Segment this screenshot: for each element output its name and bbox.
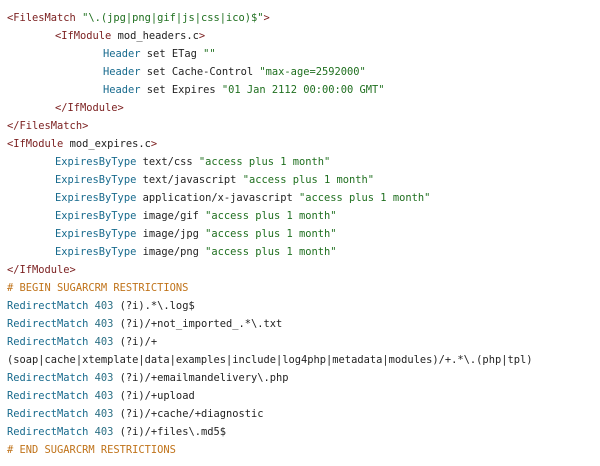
- code-token-tag: >: [150, 138, 158, 150]
- code-line: (soap|cache|xtemplate|data|examples|incl…: [0, 351, 600, 369]
- code-line: </IfModule>: [0, 261, 600, 279]
- code-token-num: 403: [94, 300, 114, 312]
- code-token-kw: RedirectMatch: [7, 336, 89, 348]
- code-token-tag: >: [198, 30, 206, 42]
- code-token-num: 403: [94, 390, 114, 402]
- code-token-plain: text/javascript: [136, 174, 243, 186]
- code-line: ExpiresByType application/x-javascript "…: [0, 189, 600, 207]
- code-token-tag: <IfModule: [55, 30, 112, 42]
- code-token-plain: (?i).*\.log$: [113, 300, 195, 312]
- code-token-cmt: # END SUGARCRM RESTRICTIONS: [7, 444, 176, 456]
- code-line: <IfModule mod_headers.c>: [0, 27, 600, 45]
- code-token-str: "access plus 1 month": [198, 156, 331, 168]
- code-line: RedirectMatch 403 (?i).*\.log$: [0, 297, 600, 315]
- code-token-kw: ExpiresByType: [55, 228, 137, 240]
- code-token-plain: (soap|cache|xtemplate|data|examples|incl…: [7, 354, 533, 366]
- code-token-kw: ExpiresByType: [55, 246, 137, 258]
- code-token-plain: application/x-javascript: [136, 192, 299, 204]
- code-line: # BEGIN SUGARCRM RESTRICTIONS: [0, 279, 600, 297]
- code-line: </IfModule>: [0, 99, 600, 117]
- code-line: ExpiresByType image/jpg "access plus 1 m…: [0, 225, 600, 243]
- code-line: Header set Cache-Control "max-age=259200…: [0, 63, 600, 81]
- code-token-str: "01 Jan 2112 00:00:00 GMT": [221, 84, 385, 96]
- code-line: RedirectMatch 403 (?i)/+files\.md5$: [0, 423, 600, 441]
- code-token-str: "access plus 1 month": [205, 210, 337, 222]
- code-token-plain: set Expires: [140, 84, 222, 96]
- code-token-num: 403: [94, 318, 114, 330]
- code-line: RedirectMatch 403 (?i)/+emailmandelivery…: [0, 369, 600, 387]
- code-token-num: 403: [94, 408, 114, 420]
- code-token-plain: image/gif: [136, 210, 206, 222]
- code-line: <FilesMatch "\.(jpg|png|gif|js|css|ico)$…: [0, 9, 600, 27]
- code-token-num: 403: [94, 372, 114, 384]
- code-token-str: "access plus 1 month": [205, 246, 337, 258]
- code-token-kw: ExpiresByType: [55, 210, 137, 222]
- code-line: ExpiresByType text/javascript "access pl…: [0, 171, 600, 189]
- code-token-plain: (?i)/+emailmandelivery\.php: [113, 372, 289, 384]
- code-line: ExpiresByType image/png "access plus 1 m…: [0, 243, 600, 261]
- code-token-kw: RedirectMatch: [7, 408, 89, 420]
- code-token-plain: (?i)/+upload: [113, 390, 195, 402]
- code-token-str: "max-age=2592000": [259, 66, 366, 78]
- code-token-num: 403: [94, 426, 114, 438]
- code-token-str: "access plus 1 month": [205, 228, 337, 240]
- code-line: ExpiresByType text/css "access plus 1 mo…: [0, 153, 600, 171]
- code-token-tag: </IfModule>: [55, 102, 124, 114]
- code-token-plain: set Cache-Control: [140, 66, 260, 78]
- code-token-str: "access plus 1 month": [242, 174, 375, 186]
- code-line: <IfModule mod_expires.c>: [0, 135, 600, 153]
- code-token-plain: mod_expires.c: [63, 138, 151, 150]
- code-token-kw: Header: [103, 66, 141, 78]
- code-token-kw: ExpiresByType: [55, 156, 137, 168]
- code-token-plain: (?i)/+: [113, 336, 158, 348]
- code-token-tag: <FilesMatch: [7, 12, 76, 24]
- code-line: </FilesMatch>: [0, 117, 600, 135]
- code-line: Header set Expires "01 Jan 2112 00:00:00…: [0, 81, 600, 99]
- code-token-plain: set ETag: [140, 48, 204, 60]
- code-token-kw: ExpiresByType: [55, 192, 137, 204]
- code-token-kw: RedirectMatch: [7, 390, 89, 402]
- code-token-plain: (?i)/+not_imported_.*\.txt: [113, 318, 283, 330]
- code-token-kw: RedirectMatch: [7, 426, 89, 438]
- code-line: Header set ETag "": [0, 45, 600, 63]
- code-line: RedirectMatch 403 (?i)/+upload: [0, 387, 600, 405]
- code-line: RedirectMatch 403 (?i)/+: [0, 333, 600, 351]
- code-line: # END SUGARCRM RESTRICTIONS: [0, 441, 600, 459]
- code-token-plain: image/png: [136, 246, 206, 258]
- code-token-num: 403: [94, 336, 114, 348]
- code-line: RedirectMatch 403 (?i)/+cache/+diagnosti…: [0, 405, 600, 423]
- code-token-tag: <IfModule: [7, 138, 64, 150]
- code-token-plain: text/css: [136, 156, 199, 168]
- code-token-str: "": [203, 48, 216, 60]
- code-token-plain: (?i)/+cache/+diagnostic: [113, 408, 264, 420]
- code-token-kw: RedirectMatch: [7, 372, 89, 384]
- code-token-str: "\.(jpg|png|gif|js|css|ico)$": [82, 12, 264, 24]
- code-token-kw: RedirectMatch: [7, 300, 89, 312]
- code-token-plain: (?i)/+files\.md5$: [113, 426, 226, 438]
- code-token-kw: Header: [103, 84, 141, 96]
- code-token-plain: mod_headers.c: [111, 30, 199, 42]
- code-token-tag: </FilesMatch>: [7, 120, 89, 132]
- code-token-cmt: # BEGIN SUGARCRM RESTRICTIONS: [7, 282, 189, 294]
- code-line: ExpiresByType image/gif "access plus 1 m…: [0, 207, 600, 225]
- code-token-kw: RedirectMatch: [7, 318, 89, 330]
- code-token-kw: ExpiresByType: [55, 174, 137, 186]
- code-line: RedirectMatch 403 (?i)/+not_imported_.*\…: [0, 315, 600, 333]
- code-token-plain: image/jpg: [136, 228, 206, 240]
- code-token-kw: Header: [103, 48, 141, 60]
- code-token-tag: >: [263, 12, 270, 24]
- code-token-tag: </IfModule>: [7, 264, 76, 276]
- code-token-str: "access plus 1 month": [298, 192, 431, 204]
